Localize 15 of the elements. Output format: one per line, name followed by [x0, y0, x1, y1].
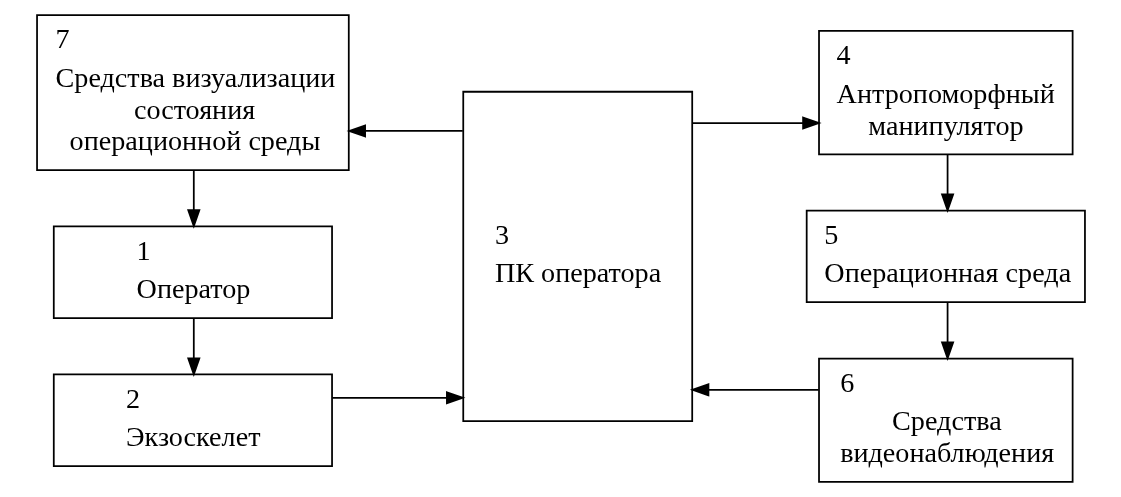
node-box: 4 Антропоморфный манипулятор	[817, 30, 1073, 156]
node-box: 7 Средства визуализации состояния операционной среды	[35, 14, 350, 171]
arrow	[186, 169, 201, 229]
arrow	[691, 116, 822, 130]
arrow	[689, 383, 819, 397]
node-box: 1 Оператор	[52, 225, 333, 319]
node-box: 2 Экзоскелет	[52, 373, 333, 467]
arrow	[346, 124, 464, 138]
arrow	[186, 317, 201, 377]
arrow	[940, 302, 954, 361]
arrow	[940, 153, 954, 213]
node-box: 6 Средства видеонаблюдения	[817, 357, 1073, 483]
node-box: 3 ПК оператора	[461, 90, 693, 422]
node-box: 5 Операционная среда	[805, 209, 1086, 304]
arrow	[331, 390, 465, 405]
